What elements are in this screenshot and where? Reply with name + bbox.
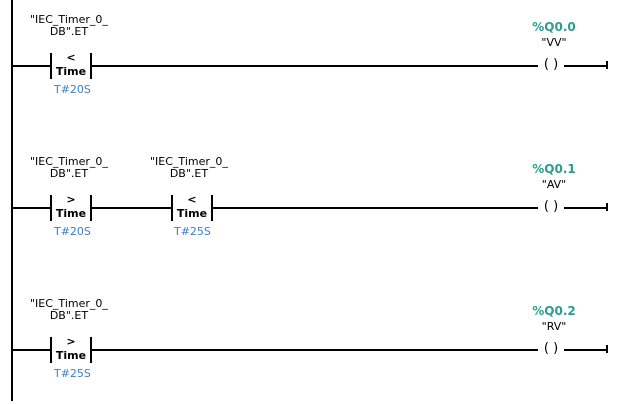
operand-line-1: "IEC_Timer_0_ xyxy=(30,13,108,26)
rung-wire xyxy=(92,65,538,67)
compare-operator: < xyxy=(66,51,76,64)
preset-value[interactable]: T#25S xyxy=(54,367,91,380)
rung-wire xyxy=(213,207,538,209)
output-coil[interactable]: ( ) xyxy=(543,341,559,356)
coil-wire xyxy=(564,349,608,351)
compare-operator: > xyxy=(66,193,76,206)
coil-tag[interactable]: "RV" xyxy=(541,320,567,333)
network-3[interactable]: "IEC_Timer_0_ DB".ET > Time T#25S %Q0.2 … xyxy=(0,284,634,404)
coil-wire xyxy=(564,65,608,67)
coil-address[interactable]: %Q0.1 xyxy=(532,162,576,176)
right-rail-stub xyxy=(606,203,608,211)
operand-line-1: "IEC_Timer_0_ xyxy=(30,155,108,168)
operand-line-2: DB".ET xyxy=(49,167,89,180)
compare-contact[interactable]: > Time xyxy=(50,191,92,225)
output-coil[interactable]: ( ) xyxy=(543,199,559,214)
compare-contact[interactable]: < Time xyxy=(171,191,213,225)
coil-address[interactable]: %Q0.0 xyxy=(532,20,576,34)
rung-wire xyxy=(12,65,50,67)
compare-contact[interactable]: < Time xyxy=(50,49,92,83)
contact-left-bar xyxy=(50,195,52,221)
network-2[interactable]: "IEC_Timer_0_ DB".ET > Time T#20S "IEC_T… xyxy=(0,142,634,262)
left-power-rail xyxy=(11,0,13,401)
operand-line-2: DB".ET xyxy=(49,309,89,322)
contact-right-bar xyxy=(90,337,92,363)
compare-contact[interactable]: > Time xyxy=(50,333,92,367)
right-rail-stub xyxy=(606,61,608,69)
compare-type: Time xyxy=(55,207,87,220)
right-rail-stub xyxy=(606,345,608,353)
compare-type: Time xyxy=(55,349,87,362)
compare-type: Time xyxy=(176,207,208,220)
contact-operand[interactable]: "IEC_Timer_0_ DB".ET xyxy=(30,14,108,38)
rung-wire xyxy=(92,349,538,351)
contact-operand[interactable]: "IEC_Timer_0_ DB".ET xyxy=(30,156,108,180)
operand-line-1: "IEC_Timer_0_ xyxy=(150,155,228,168)
compare-type: Time xyxy=(55,65,87,78)
operand-line-2: DB".ET xyxy=(169,167,209,180)
compare-operator: < xyxy=(187,193,197,206)
compare-operator: > xyxy=(66,335,76,348)
contact-right-bar xyxy=(90,195,92,221)
rung-wire xyxy=(92,207,171,209)
contact-operand[interactable]: "IEC_Timer_0_ DB".ET xyxy=(30,298,108,322)
preset-value[interactable]: T#20S xyxy=(54,225,91,238)
contact-right-bar xyxy=(211,195,213,221)
preset-value[interactable]: T#20S xyxy=(54,83,91,96)
network-1[interactable]: "IEC_Timer_0_ DB".ET < Time T#20S %Q0.0 … xyxy=(0,0,634,120)
operand-line-1: "IEC_Timer_0_ xyxy=(30,297,108,310)
preset-value[interactable]: T#25S xyxy=(174,225,211,238)
rung-wire xyxy=(12,207,50,209)
contact-left-bar xyxy=(50,337,52,363)
operand-line-2: DB".ET xyxy=(49,25,89,38)
rung-wire xyxy=(12,349,50,351)
coil-tag[interactable]: "VV" xyxy=(541,36,567,49)
coil-tag[interactable]: "AV" xyxy=(541,178,567,191)
output-coil[interactable]: ( ) xyxy=(543,57,559,72)
contact-operand[interactable]: "IEC_Timer_0_ DB".ET xyxy=(150,156,228,180)
coil-wire xyxy=(564,207,608,209)
coil-address[interactable]: %Q0.2 xyxy=(532,304,576,318)
contact-left-bar xyxy=(50,53,52,79)
contact-right-bar xyxy=(90,53,92,79)
contact-left-bar xyxy=(171,195,173,221)
